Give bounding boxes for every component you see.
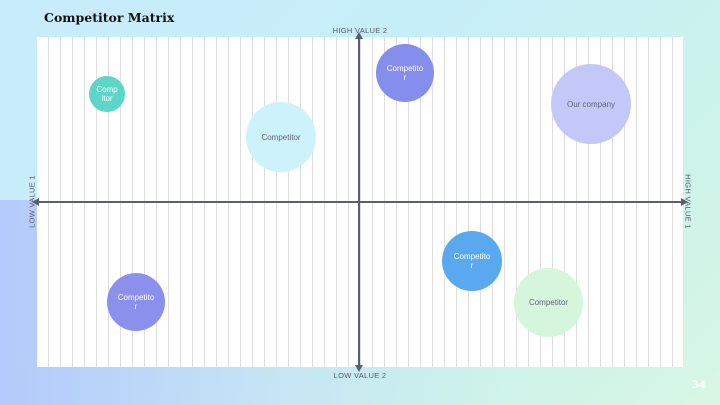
slide-title: Competitor Matrix bbox=[44, 10, 175, 25]
axis-label-right: HIGH VALUE 1 bbox=[683, 174, 693, 229]
bubble-label: Competitor bbox=[261, 132, 301, 142]
bubble-competitor-2: Competitor bbox=[246, 102, 316, 172]
bubble-competitor-1: Comp itor bbox=[89, 76, 125, 112]
arrow-down-icon bbox=[355, 365, 363, 372]
bubble-label: Competito r bbox=[117, 293, 155, 311]
axis-label-top: HIGH VALUE 2 bbox=[332, 26, 388, 35]
axis-label-left: LOW VALUE 1 bbox=[27, 175, 37, 228]
arrow-right-icon bbox=[681, 198, 688, 206]
bubble-competitor-4: Competito r bbox=[442, 231, 502, 291]
horizontal-axis bbox=[37, 201, 683, 203]
bubble-competitor-3: Competito r bbox=[376, 44, 434, 102]
bubble-our-company: Our company bbox=[551, 64, 631, 144]
bubble-label: Our company bbox=[566, 99, 616, 109]
bubble-label: Competito r bbox=[386, 64, 424, 82]
arrow-left-icon bbox=[32, 198, 39, 206]
bubble-label: Comp itor bbox=[96, 85, 118, 103]
axis-label-bottom: LOW VALUE 2 bbox=[333, 371, 387, 380]
bubble-label: Competitor bbox=[528, 298, 569, 307]
bubble-competitor-6: Competitor bbox=[514, 268, 583, 337]
bubble-competitor-5: Competito r bbox=[107, 273, 165, 331]
arrow-up-icon bbox=[355, 32, 363, 39]
bubble-label: Competito r bbox=[453, 252, 491, 270]
vertical-axis bbox=[358, 37, 360, 367]
page-number: 34 bbox=[692, 380, 706, 391]
